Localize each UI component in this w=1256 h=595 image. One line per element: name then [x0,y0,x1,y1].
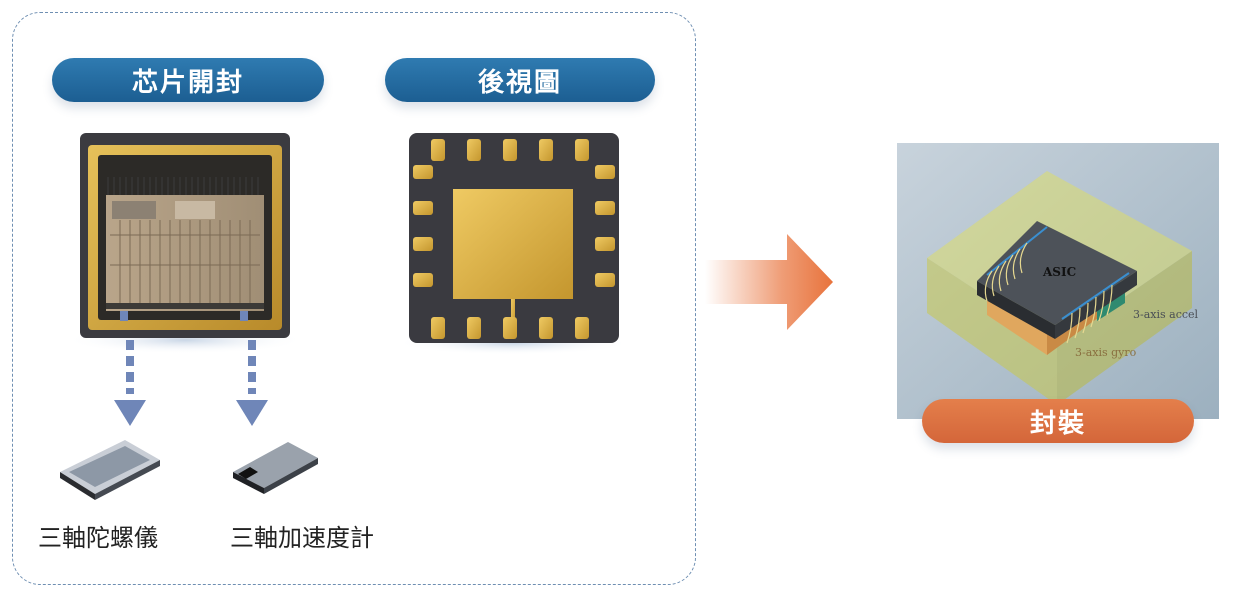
header-rear-view-text: 後視圖 [477,67,562,98]
dashed-arrow-gyro [114,340,146,426]
accel-3d-label: 3-axis accel [1133,308,1199,321]
left-dashed-frame [12,12,696,585]
decapped-chip-image [65,133,305,354]
process-arrow [705,234,833,330]
rear-view-chip-image [395,133,631,355]
header-chip-opening-text: 芯片開封 [131,67,244,98]
asic-label: ASIC [1042,265,1076,279]
header-chip-opening: 芯片開封 [52,58,324,102]
gyro-3d-label: 3-axis gyro [1075,346,1137,359]
header-packaging: 封裝 [922,399,1194,443]
header-rear-view: 後視圖 [385,58,655,102]
header-packaging-text: 封裝 [1029,408,1086,439]
dashed-arrow-accel [236,340,268,426]
gyro-label: 三軸陀螺儀 [38,524,158,552]
gyro-die-image [60,440,160,500]
accel-label: 三軸加速度計 [230,524,374,552]
package-3d-diagram: ASIC 3-axis accel 3-axis gyro [897,143,1219,419]
accel-die-image [233,442,318,494]
